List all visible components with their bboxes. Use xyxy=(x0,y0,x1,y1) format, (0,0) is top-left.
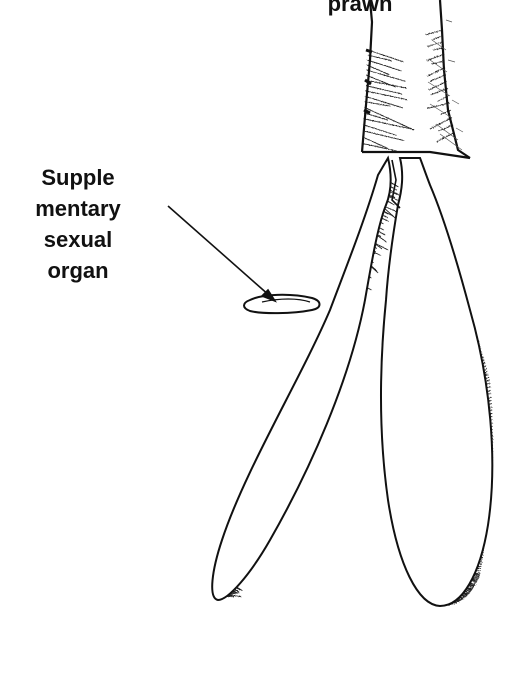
label-line-3: sexual xyxy=(8,224,148,255)
callout-pointer xyxy=(168,206,275,301)
seta-bristle xyxy=(363,125,396,136)
label-line-1: Supple xyxy=(8,162,148,193)
label-line-2: mentary xyxy=(8,193,148,224)
seta-bristle xyxy=(427,103,450,109)
exopodite-ramus xyxy=(381,158,492,606)
seta-bristle xyxy=(366,86,402,94)
seta-bristle xyxy=(364,119,415,130)
label-line-4: organ xyxy=(8,255,148,286)
seta-bristle xyxy=(363,131,404,141)
seta-bristle xyxy=(427,54,444,60)
seta-bristle xyxy=(364,107,413,129)
seta-bristle xyxy=(429,81,447,90)
prawn-label: prawn xyxy=(300,0,420,19)
seta-bristle xyxy=(436,133,454,142)
seta-bristle xyxy=(367,70,406,81)
supplementary-sexual-organ xyxy=(244,295,320,313)
supplementary-organ-label: Supple mentary sexual organ xyxy=(8,162,148,286)
seta-bristle xyxy=(426,30,442,35)
seta-bristle xyxy=(367,60,401,71)
seta-bristle xyxy=(432,36,443,40)
endopodite-ramus xyxy=(212,158,391,600)
